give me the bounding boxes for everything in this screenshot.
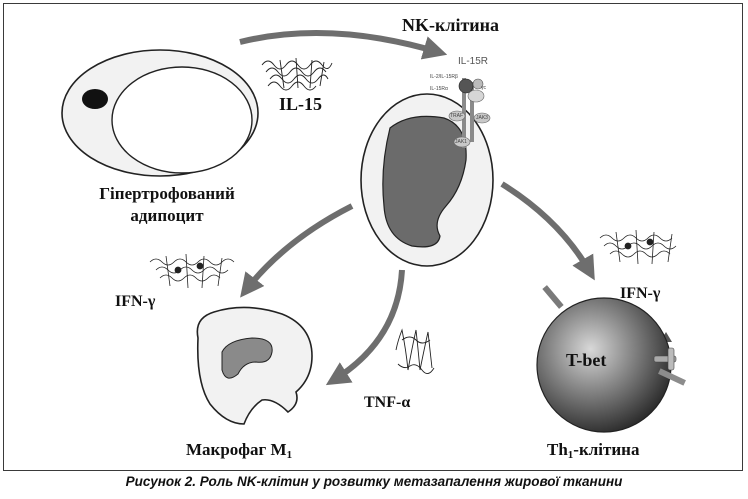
il15-label: IL-15	[279, 94, 323, 114]
macrophage-cell	[196, 306, 313, 425]
arrow-nk-to-macrophage	[240, 203, 354, 298]
nk-nucleus	[382, 115, 467, 248]
ifn-gamma-left-protein-image	[149, 253, 235, 289]
nk-cell-label: NK-клітина	[402, 15, 500, 35]
adipocyte-label-line2: адипоцит	[130, 206, 204, 225]
receptor-label-jak1: JAK1	[455, 139, 467, 145]
adipocyte-cell	[61, 49, 259, 177]
ifn-gamma-right-protein-image	[599, 229, 677, 265]
adipocyte-label: Гіпертрофований адипоцит	[82, 183, 252, 227]
adipocyte-nucleus	[82, 89, 108, 109]
th1-label: Th1-клітина	[547, 440, 639, 461]
receptor-label-beta: IL-2/IL-15Rβ	[430, 74, 458, 80]
ifn-gamma-right-label: IFN-γ	[620, 285, 661, 302]
adipocyte-label-line1: Гіпертрофований	[99, 184, 235, 203]
arrow-adipocyte-to-nk	[239, 30, 448, 60]
il15-protein-image	[261, 57, 333, 91]
il15r-label: IL-15R	[458, 56, 489, 67]
receptor-label-gamma: γc	[481, 85, 486, 91]
figure-caption: Рисунок 2. Роль NK-клітин у розвитку мет…	[125, 474, 623, 489]
figure-frame	[3, 3, 743, 471]
tnf-alpha-label: TNF-α	[364, 394, 411, 411]
arrow-nk-to-th1	[500, 181, 595, 281]
receptor-label-jak3: JAK3	[476, 115, 488, 121]
th1-label-suffix: -клітина	[573, 440, 640, 459]
ifn-gamma-left-label: IFN-γ	[115, 293, 156, 310]
th1-label-prefix: Th	[547, 440, 568, 459]
th1-label-sub: 1	[567, 449, 574, 461]
macrophage-label-sub: 1	[286, 449, 293, 461]
tbet-label: T-bet	[566, 350, 607, 370]
macrophage-nucleus	[221, 337, 273, 379]
receptor-label-alpha: IL-15Rα	[430, 86, 448, 92]
tnf-alpha-protein-image	[395, 328, 435, 374]
macrophage-label: Макрофаг М1	[186, 440, 292, 461]
th1-cell	[536, 285, 686, 433]
receptor-label-traf: TRAF	[450, 113, 464, 119]
macrophage-label-text: Макрофаг М	[186, 440, 287, 459]
il15-receptor	[448, 78, 491, 148]
arrow-nk-to-macrophage-tnf	[325, 269, 405, 386]
